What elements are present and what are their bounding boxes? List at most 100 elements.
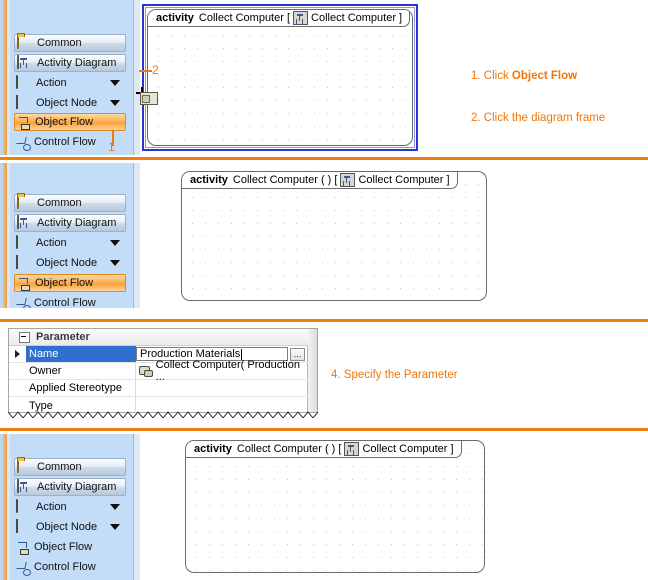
control-flow-icon — [16, 561, 31, 576]
palette-edge-b — [3, 163, 5, 308]
sidebar-item-action[interactable]: Action — [14, 498, 126, 516]
frame-header: activity Collect Computer ( ) [ Collect … — [186, 441, 462, 458]
palette-scrollbar[interactable] — [133, 163, 140, 308]
sidebar-item-activity-diagram[interactable]: Activity Diagram — [14, 54, 126, 72]
diagram-palette-1[interactable]: Common Activity Diagram Action Object No… — [0, 0, 140, 155]
properties-group-header[interactable]: Parameter — [9, 329, 308, 346]
sidebar-item-object-flow[interactable]: Object Flow — [14, 538, 126, 556]
property-label: Name — [26, 346, 136, 362]
table-row[interactable]: Applied Stereotype — [9, 380, 308, 397]
folder-icon — [17, 195, 33, 210]
sidebar-item-control-flow[interactable]: Control Flow — [14, 294, 126, 308]
sidebar-item-action[interactable]: Action — [14, 74, 126, 92]
sidebar-item-label: Control Flow — [34, 297, 96, 308]
action-icon — [16, 75, 32, 90]
sidebar-item-object-flow[interactable]: Object Flow — [14, 113, 126, 131]
sidebar-item-action[interactable]: Action — [14, 234, 126, 252]
property-label: Owner — [26, 363, 136, 379]
sidebar-item-label: Object Node — [36, 97, 98, 109]
chevron-down-icon[interactable] — [110, 504, 120, 510]
palette-scrollbar[interactable] — [133, 0, 140, 155]
frame-qualified-name: Collect Computer ] — [362, 443, 454, 455]
name-ellipsis-button[interactable]: ... — [290, 348, 305, 361]
sidebar-item-label: Control Flow — [34, 561, 96, 573]
callout-number-1: 1 — [108, 140, 115, 154]
frame-keyword: activity — [156, 12, 194, 24]
chevron-down-icon[interactable] — [110, 100, 120, 106]
sidebar-item-label: Common — [37, 461, 82, 473]
palette-scrollbar[interactable] — [133, 434, 140, 580]
palette-edge-c — [5, 434, 7, 580]
property-value: Collect Computer( Production ... — [155, 359, 300, 383]
sidebar-item-object-flow[interactable]: Object Flow — [14, 274, 126, 292]
frame-name: Collect Computer ( ) [ — [236, 443, 342, 455]
action-icon — [16, 235, 32, 250]
callout-text: Click — [483, 70, 512, 82]
sidebar-item-label: Action — [36, 237, 67, 249]
table-row[interactable]: Type — [9, 397, 308, 414]
activity-diagram-frame-2[interactable]: activity Collect Computer ( ) [ Collect … — [181, 171, 487, 301]
activity-diagram-frame-3[interactable]: activity Collect Computer ( ) [ Collect … — [185, 440, 485, 573]
chevron-down-icon[interactable] — [110, 80, 120, 86]
table-row[interactable]: Owner Collect Computer( Production ... — [9, 359, 308, 383]
callout-text: Specify the Parameter — [343, 369, 458, 381]
property-label: Type — [26, 397, 136, 414]
sidebar-item-common[interactable]: Common — [14, 34, 126, 52]
palette-edge-d — [7, 163, 10, 308]
panel-separator-2 — [0, 319, 648, 322]
callout-tick-2 — [139, 70, 152, 72]
sidebar-item-label: Action — [36, 77, 67, 89]
chevron-down-icon[interactable] — [110, 524, 120, 530]
frame-header: activity Collect Computer [ Collect Comp… — [148, 10, 411, 27]
panel-separator-1 — [0, 157, 648, 160]
folder-icon — [17, 459, 33, 474]
object-node-icon — [16, 95, 32, 110]
sidebar-item-label: Object Node — [36, 257, 98, 269]
sidebar-item-activity-diagram[interactable]: Activity Diagram — [14, 478, 126, 496]
property-value-cell[interactable]: Production Materials ... — [136, 346, 308, 362]
sidebar-item-label: Common — [37, 37, 82, 49]
properties-scrollbar[interactable] — [307, 329, 317, 412]
frame-qualified-name: Collect Computer ] — [358, 174, 450, 186]
row-indicator — [9, 363, 26, 379]
sidebar-item-object-node[interactable]: Object Node — [14, 518, 126, 536]
sidebar-item-label: Common — [37, 197, 82, 209]
chevron-down-icon[interactable] — [110, 240, 120, 246]
diagram-selection-outline — [142, 4, 418, 151]
sidebar-item-control-flow[interactable]: Control Flow — [14, 133, 126, 151]
sidebar-item-common[interactable]: Common — [14, 194, 126, 212]
chevron-down-icon[interactable] — [110, 260, 120, 266]
sidebar-item-label: Object Flow — [35, 277, 94, 289]
sidebar-item-activity-diagram[interactable]: Activity Diagram — [14, 214, 126, 232]
sidebar-item-label: Object Flow — [34, 541, 93, 553]
table-row[interactable]: Name Production Materials ... — [9, 346, 308, 363]
palette-edge-c — [5, 163, 7, 308]
object-flow-icon — [16, 541, 30, 555]
palette-edge-b — [3, 434, 5, 580]
diagram-palette-2[interactable]: Common Activity Diagram Action Object No… — [0, 163, 140, 308]
sidebar-item-label: Activity Diagram — [37, 57, 117, 69]
object-flow-drag-preview — [140, 92, 158, 105]
sidebar-item-object-node[interactable]: Object Node — [14, 254, 126, 272]
frame-keyword: activity — [194, 443, 232, 455]
sidebar-item-label: Activity Diagram — [37, 481, 117, 493]
sidebar-item-control-flow[interactable]: Control Flow — [14, 558, 126, 576]
parameter-properties-table[interactable]: Parameter Name Production Materials ... … — [8, 328, 318, 414]
sidebar-item-object-node[interactable]: Object Node — [14, 94, 126, 112]
diagram-grid — [186, 441, 484, 572]
row-indicator — [9, 380, 26, 396]
diagram-grid — [148, 10, 412, 145]
activity-diagram-frame-1[interactable]: activity Collect Computer [ Collect Comp… — [147, 9, 413, 146]
row-pointer-icon — [15, 350, 20, 358]
name-input-value: Production Materials — [140, 348, 241, 360]
property-value-cell[interactable]: Collect Computer( Production ... — [136, 359, 308, 383]
diagram-palette-3[interactable]: Common Activity Diagram Action Object No… — [0, 434, 140, 580]
property-label: Applied Stereotype — [26, 380, 136, 396]
sidebar-item-label: Control Flow — [34, 136, 96, 148]
sidebar-item-common[interactable]: Common — [14, 458, 126, 476]
panel-step-3: Common Activity Diagram Action Object No… — [0, 163, 648, 308]
property-value-cell[interactable] — [136, 380, 308, 396]
callout-bold: Object Flow — [511, 70, 578, 82]
collapse-icon[interactable] — [19, 331, 30, 343]
name-input[interactable]: Production Materials — [136, 347, 288, 361]
